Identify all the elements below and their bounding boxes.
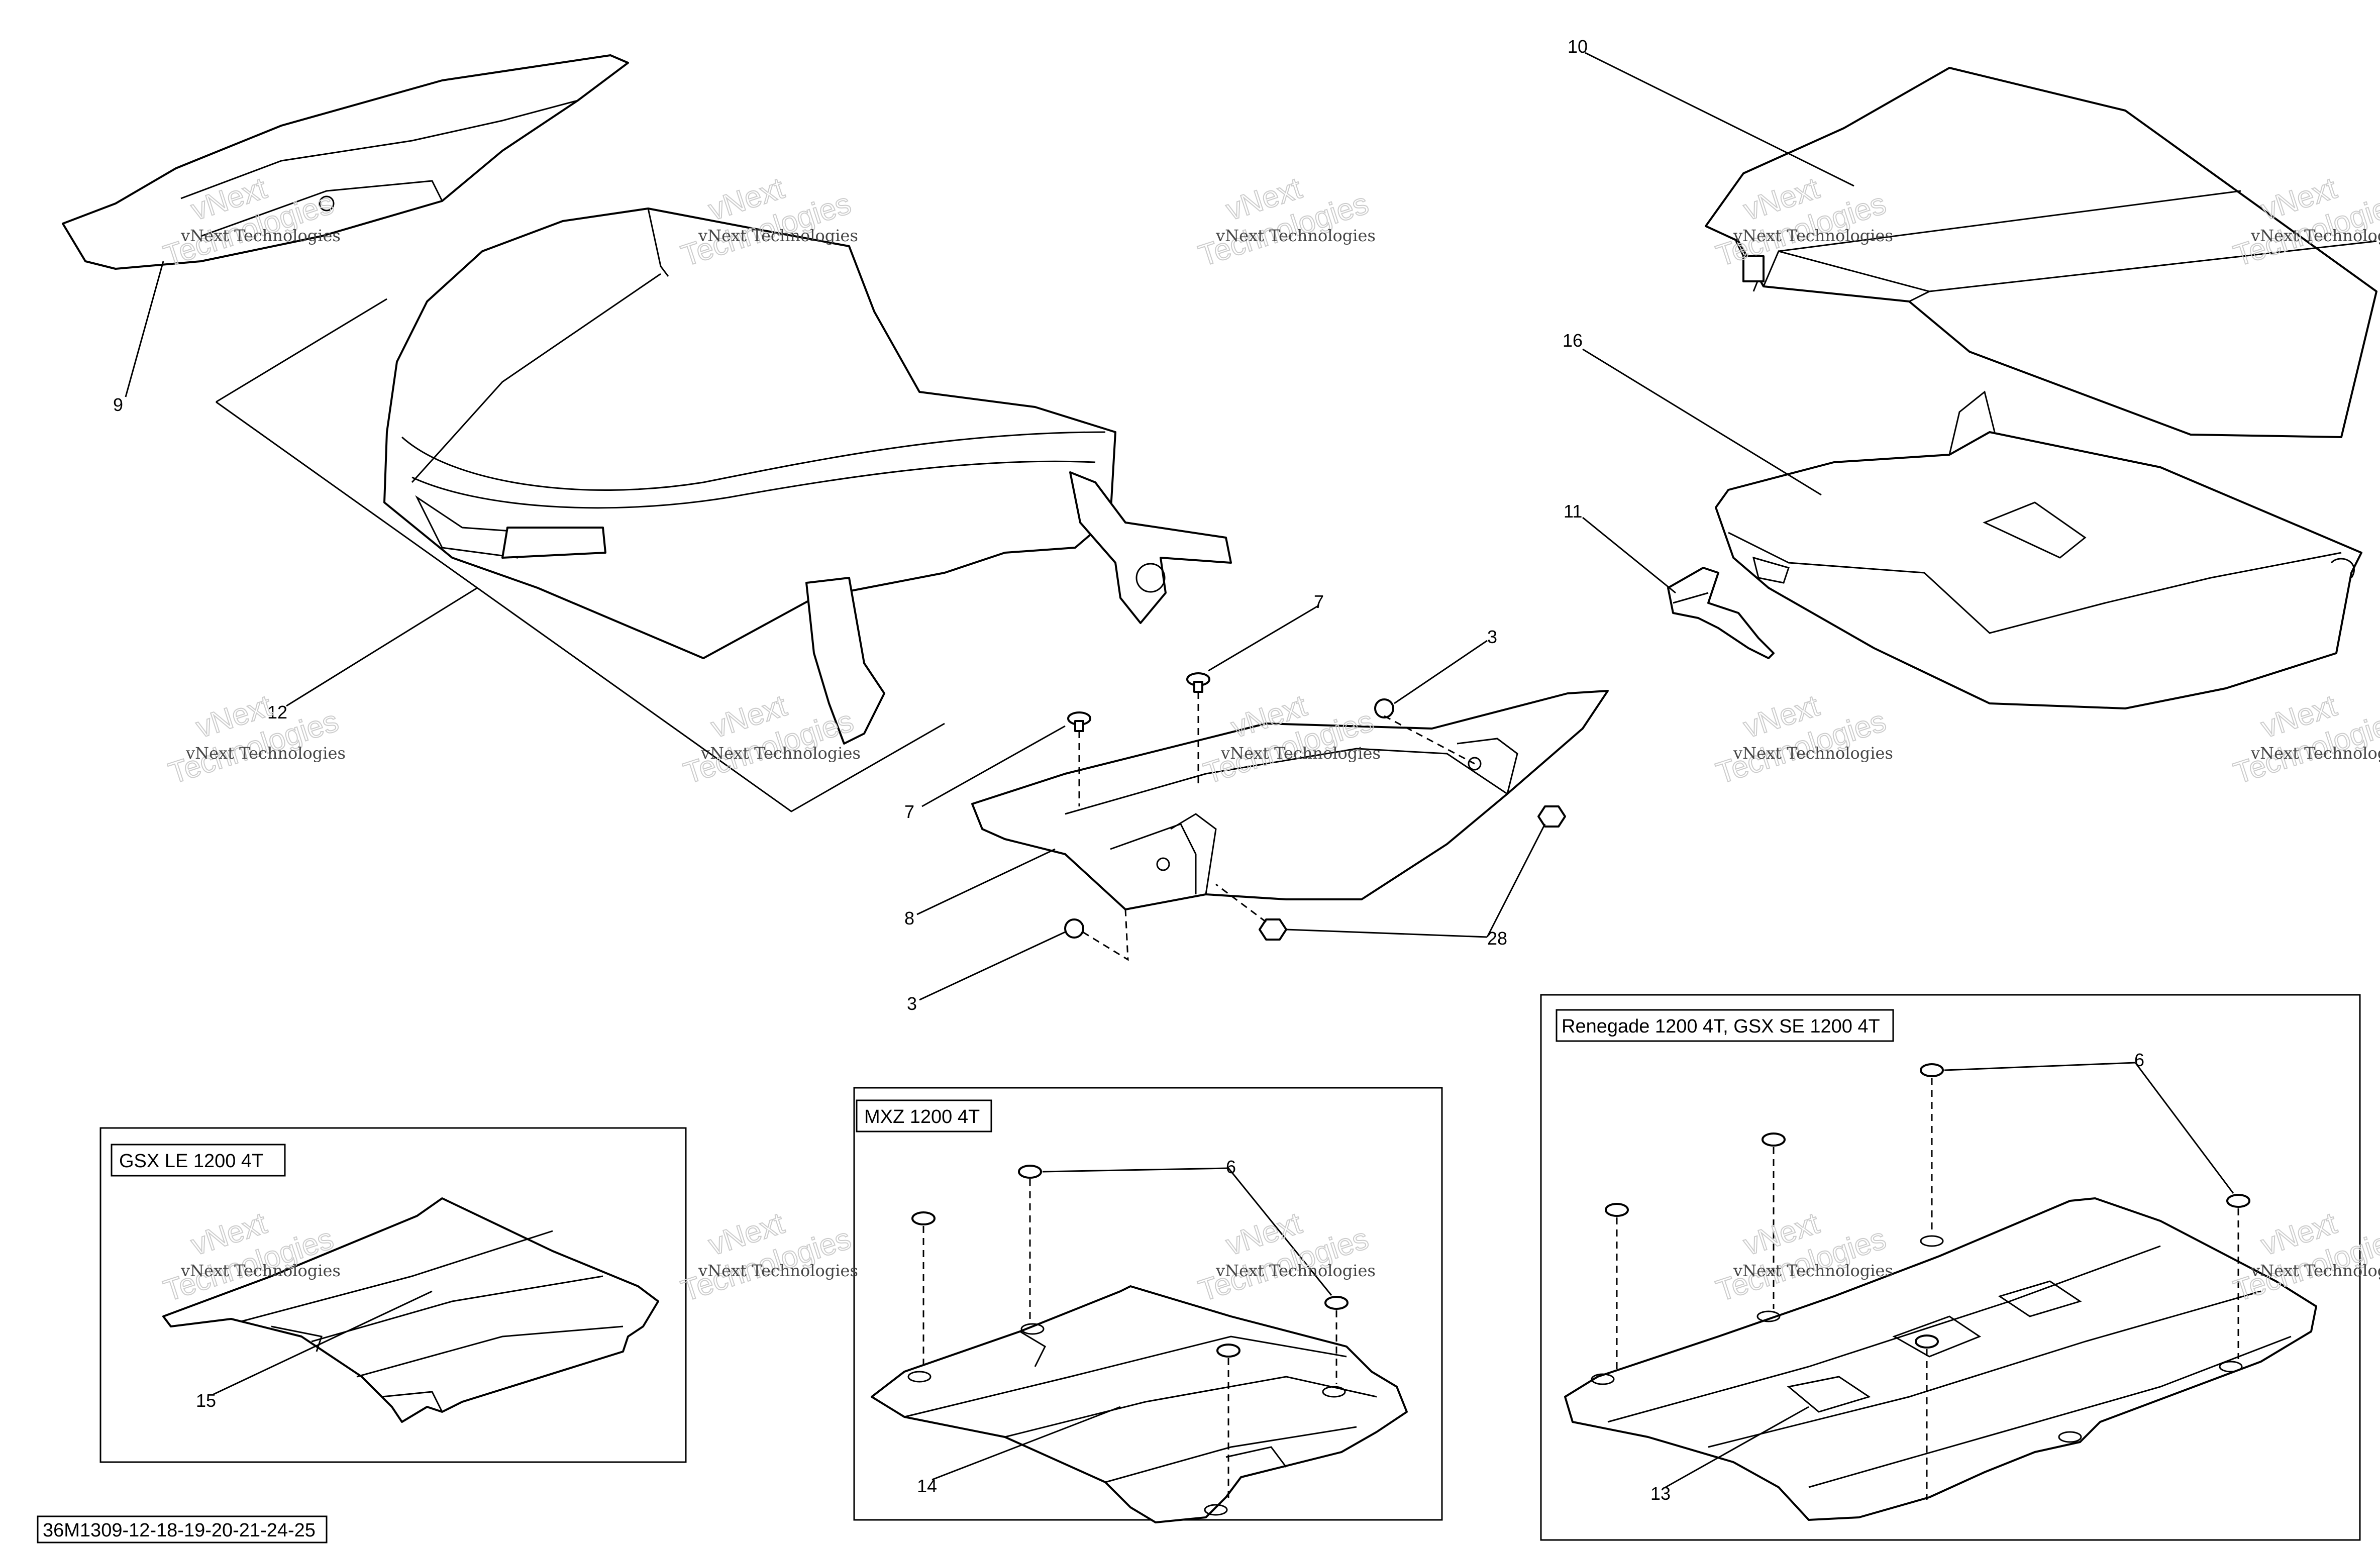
svg-text:vNext Technologies: vNext Technologies [698,1261,858,1280]
svg-text:vNext Technologies: vNext Technologies [1215,1261,1376,1280]
callout-6-mxz: 6 [1226,1157,1236,1177]
assembly-line-12-left [216,401,945,812]
mxz-fasteners [911,1165,1349,1358]
svg-text:vNext Technologies: vNext Technologies [698,226,858,245]
svg-text:vNext Technologies: vNext Technologies [1733,1261,1893,1280]
part-9-rear-handle [62,54,629,270]
svg-text:vNext Technologies: vNext Technologies [185,744,346,763]
callout-7-top: 7 [1314,591,1324,612]
callout-8: 8 [904,908,914,929]
watermark-12: vNext Technologies vNext Technologies [677,1205,858,1308]
part-11-latch [1667,567,1775,659]
variant-box-mxz [853,1087,1443,1521]
svg-text:vNext Technologies: vNext Technologies [1220,744,1381,763]
variant-box-gsx-le [99,1127,687,1463]
watermark-13: vNext Technologies vNext Technologies [1194,1205,1376,1308]
svg-text:vNext Technologies: vNext Technologies [1733,744,1893,763]
renegade-fasteners [1605,1063,2250,1349]
callout-15: 15 [196,1390,216,1411]
nut-28-right [1537,805,1566,828]
svg-text:vNext Technologies: vNext Technologies [1215,226,1376,245]
callout-3-top: 3 [1487,627,1497,647]
watermark-10: vNext Technologies vNext Technologies [2229,688,2380,791]
variant-box-renegade [1540,994,2361,1541]
callout-13: 13 [1650,1483,1671,1504]
fastener-7-left [1067,711,1091,732]
variant-label-box-renegade [1556,1009,1894,1042]
watermark-9: vNext Technologies vNext Technologies [1712,688,1893,791]
svg-text:vNext Technologies: vNext Technologies [180,226,341,245]
assembly-line-12-top [216,298,387,403]
svg-text:vNext Technologies: vNext Technologies [2250,1261,2380,1280]
variant-label-box-mxz [856,1099,992,1133]
diagram-id-box [37,1515,328,1543]
callout-9: 9 [113,394,123,415]
callout-3-bottom: 3 [907,993,917,1014]
dashed-axis-3-bottom [1082,909,1129,961]
watermark-14: vNext Technologies vNext Technologies [1712,1205,1893,1308]
callout-14: 14 [917,1476,937,1496]
svg-text:vNext Technologies: vNext Technologies [180,1261,341,1280]
callout-7-left: 7 [904,801,914,822]
callout-16: 16 [1563,330,1583,351]
callout-28: 28 [1487,928,1507,949]
watermark-15: vNext Technologies vNext Technologies [2229,1205,2380,1308]
part-10-seat-cover [1705,67,2377,438]
variant-label-mxz: MXZ 1200 4T [864,1106,980,1127]
svg-text:vNext Technologies: vNext Technologies [1733,226,1893,245]
part-8-side-panel [971,690,1609,910]
part-14-skid-plate [871,1285,1408,1523]
leader-lines [125,52,2234,1488]
variant-label-renegade: Renegade 1200 4T, GSX SE 1200 4T [1562,1016,1880,1037]
watermark-3: vNext Technologies vNext Technologies [1194,170,1376,273]
watermark-6: vNext Technologies vNext Technologies [164,688,346,791]
dashed-axis-28 [1215,883,1267,923]
variant-label-box-gsx-le [111,1144,286,1177]
part-15-skid-plate [162,1197,659,1423]
callout-12: 12 [267,702,287,723]
part-13-skid-plate [1564,1197,2317,1521]
dashed-axis-3-top [1384,715,1475,765]
diagram-id: 36M1309-12-18-19-20-21-24-25 [43,1520,316,1541]
nut-28-bottom [1259,918,1287,941]
fastener-3-top [1374,698,1394,718]
callout-10: 10 [1568,36,1588,57]
callout-11: 11 [1564,501,1582,522]
fastener-3-bottom [1064,918,1084,939]
fastener-7-top [1186,672,1210,693]
part-12-seat [383,208,1232,745]
variant-label-gsx-le: GSX LE 1200 4T [119,1151,263,1172]
svg-text:vNext Technologies: vNext Technologies [2250,744,2380,763]
renegade-dashed-axes [1616,1078,2239,1500]
part-16-storage-tray [1715,390,2362,709]
svg-text:vNext Technologies: vNext Technologies [2250,226,2380,245]
svg-text:vNext Technologies: vNext Technologies [700,744,861,763]
callout-6-renegade: 6 [2134,1050,2144,1070]
